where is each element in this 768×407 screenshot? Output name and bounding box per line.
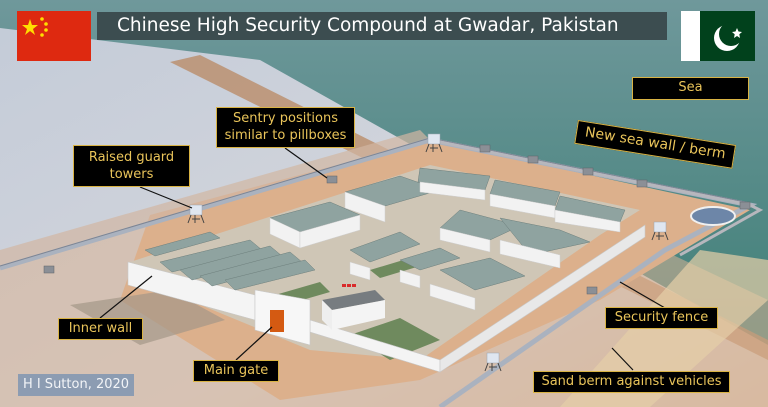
label-sand-berm: Sand berm against vehicles xyxy=(533,371,730,393)
credit-badge: H I Sutton, 2020 xyxy=(18,374,134,396)
water-tank xyxy=(690,206,736,226)
sea-area xyxy=(0,0,768,345)
label-sentry-line1: Sentry positions xyxy=(232,111,339,126)
label-sea: Sea xyxy=(632,77,749,100)
label-towers-line1: Raised guard xyxy=(88,150,175,165)
label-security-fence: Security fence xyxy=(605,307,718,329)
main-gate-door xyxy=(270,310,284,332)
page-title: Chinese High Security Compound at Gwadar… xyxy=(97,12,667,40)
label-towers-line2: towers xyxy=(109,167,154,182)
pakistan-flag-icon xyxy=(681,11,755,61)
label-inner-wall: Inner wall xyxy=(58,318,143,340)
guard-towers xyxy=(187,133,669,372)
sentry-boxes xyxy=(43,144,751,295)
label-sentry-positions: Sentry positions similar to pillboxes xyxy=(216,107,355,148)
china-flag-icon xyxy=(17,11,91,61)
leader-lines xyxy=(99,147,666,371)
label-main-gate: Main gate xyxy=(193,360,279,382)
label-sentry-line2: similar to pillboxes xyxy=(224,128,347,143)
label-guard-towers: Raised guard towers xyxy=(73,145,190,187)
